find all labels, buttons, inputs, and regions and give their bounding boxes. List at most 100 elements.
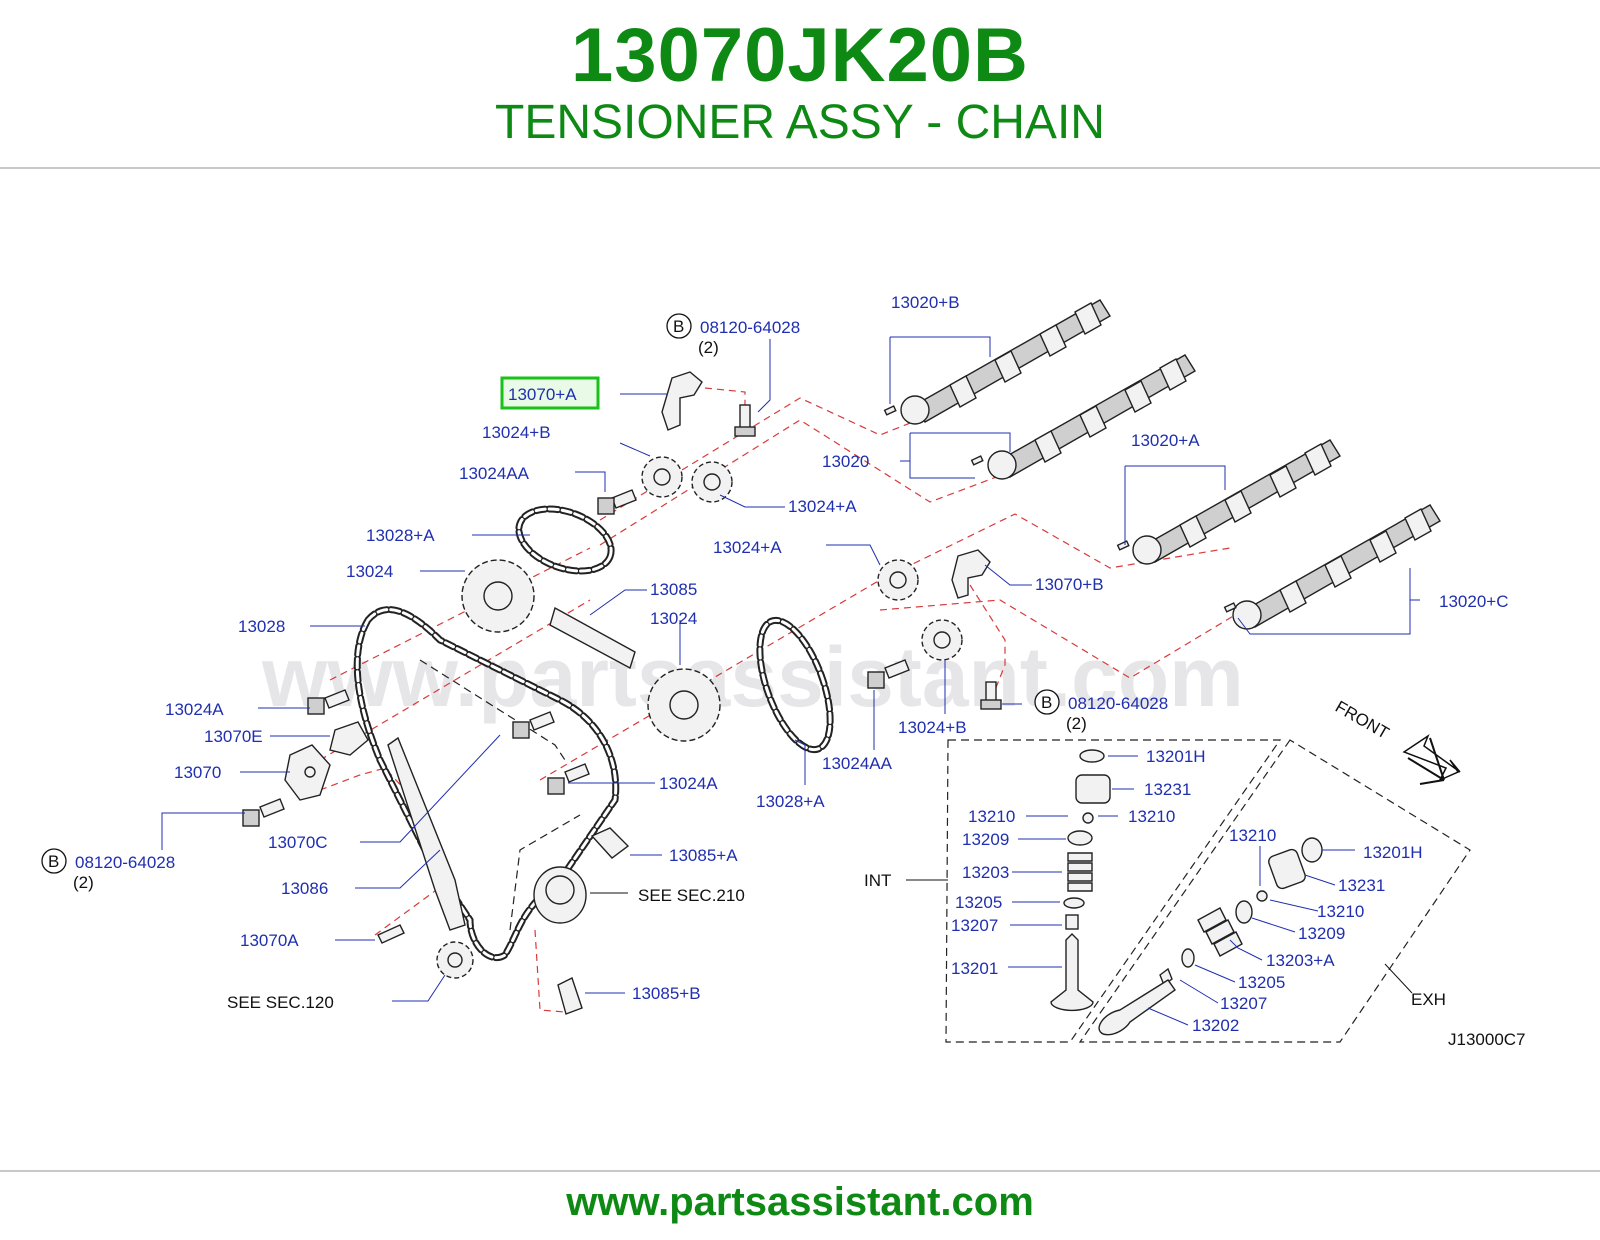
- slack-guide-13086: [387, 736, 466, 931]
- label-13085-b[interactable]: 13085+B: [632, 984, 701, 1003]
- label-see-sec-120[interactable]: SEE SEC.120: [227, 993, 334, 1012]
- bolt-qty-top: (2): [698, 338, 719, 357]
- part-labels: 13070+A 13020+B 13024+B 13024AA 13020 13…: [165, 293, 1526, 1049]
- circle-b-letter: B: [1041, 693, 1052, 712]
- label-13024-b-mid[interactable]: 13024+B: [898, 718, 967, 737]
- circle-b-letter: B: [673, 317, 684, 336]
- gasket-13070e: [329, 721, 369, 756]
- circle-b-icon: [41, 848, 67, 874]
- label-13085[interactable]: 13085: [650, 580, 697, 599]
- label-13024-mid[interactable]: 13024: [650, 609, 697, 628]
- circle-b-letter: B: [48, 852, 59, 871]
- sprocket-13024-top: [461, 559, 535, 633]
- highlight-box-13070-a: [500, 376, 600, 410]
- label-13210-int-right[interactable]: 13210: [1128, 807, 1175, 826]
- label-13024aa-mid[interactable]: 13024AA: [822, 754, 893, 773]
- label-13231-int[interactable]: 13231: [1144, 780, 1191, 799]
- label-13231-exh[interactable]: 13231: [1338, 876, 1385, 895]
- sprocket-13024-mid: [647, 668, 721, 742]
- bolt-callout-right[interactable]: B 08120-64028 (2): [1034, 689, 1168, 733]
- circle-b-icon: [666, 313, 692, 339]
- label-13028-a-top[interactable]: 13028+A: [366, 526, 435, 545]
- valve-train-int: [1050, 749, 1111, 1012]
- label-13070-a[interactable]: 13070+A: [508, 385, 577, 404]
- label-13024a-left[interactable]: 13024A: [165, 700, 224, 719]
- label-group-exh: EXH: [1411, 990, 1446, 1009]
- secondary-chain-lower: [756, 616, 834, 754]
- label-13086[interactable]: 13086: [281, 879, 328, 898]
- label-13203-a-exh[interactable]: 13203+A: [1266, 951, 1335, 970]
- label-13207-int[interactable]: 13207: [951, 916, 998, 935]
- label-13210-exh-top[interactable]: 13210: [1229, 826, 1276, 845]
- bolt-qty-left: (2): [73, 873, 94, 892]
- label-13210-int-left[interactable]: 13210: [968, 807, 1015, 826]
- label-13020-c[interactable]: 13020+C: [1439, 592, 1508, 611]
- sprocket-13024-a-mid: [877, 559, 919, 601]
- page-header: 13070JK20B TENSIONER ASSY - CHAIN: [0, 0, 1600, 168]
- label-13201h-exh[interactable]: 13201H: [1363, 843, 1423, 862]
- label-13205-exh[interactable]: 13205: [1238, 973, 1285, 992]
- label-13028[interactable]: 13028: [238, 617, 285, 636]
- label-13085-a[interactable]: 13085+A: [669, 846, 738, 865]
- diagram-code: J13000C7: [1448, 1030, 1526, 1049]
- sprocket-13024-b-mid: [921, 619, 963, 661]
- primary-timing-chain: [353, 606, 620, 961]
- footer-website-link[interactable]: www.partsassistant.com: [566, 1180, 1034, 1224]
- label-13209-exh[interactable]: 13209: [1298, 924, 1345, 943]
- sprocket-13024-a-top: [691, 461, 733, 503]
- label-13024a-mid[interactable]: 13024A: [659, 774, 718, 793]
- label-see-sec-210[interactable]: SEE SEC.210: [638, 886, 745, 905]
- camshaft-13020: [987, 354, 1196, 480]
- tensioner-13070-a: [661, 371, 703, 431]
- label-13203-int[interactable]: 13203: [962, 863, 1009, 882]
- chain-guide-centerline-lower: [509, 814, 581, 931]
- camshaft-13020-a: [1132, 439, 1341, 565]
- label-13210-exh[interactable]: 13210: [1317, 902, 1364, 921]
- bolt-number-top: 08120-64028: [700, 318, 800, 337]
- tensioner-13070-b: [951, 549, 991, 599]
- cam-pins: [883, 405, 1237, 613]
- footer-divider: [0, 1170, 1600, 1172]
- front-arrow-icon: FRONT: [1332, 697, 1461, 785]
- part-number-title: 13070JK20B: [571, 13, 1029, 98]
- label-13070a[interactable]: 13070A: [240, 931, 299, 950]
- label-13070c[interactable]: 13070C: [268, 833, 328, 852]
- header-divider: [0, 167, 1600, 169]
- guide-13085-a: [590, 827, 630, 859]
- label-13209-int[interactable]: 13209: [962, 830, 1009, 849]
- bolt-number-right: 08120-64028: [1068, 694, 1168, 713]
- bolt-number-left: 08120-64028: [75, 853, 175, 872]
- label-group-int: INT: [864, 871, 891, 890]
- label-13020-b[interactable]: 13020+B: [891, 293, 960, 312]
- watermark-text: www.partsassistant.com: [261, 630, 1244, 724]
- label-13070e[interactable]: 13070E: [204, 727, 263, 746]
- label-13207-exh[interactable]: 13207: [1220, 994, 1267, 1013]
- bolt-callout-top[interactable]: B 08120-64028 (2): [666, 313, 800, 357]
- label-13024aa-top[interactable]: 13024AA: [459, 464, 530, 483]
- label-13028-a-mid[interactable]: 13028+A: [756, 792, 825, 811]
- label-13020-a[interactable]: 13020+A: [1131, 431, 1200, 450]
- label-13024-top[interactable]: 13024: [346, 562, 393, 581]
- label-13205-int[interactable]: 13205: [955, 893, 1002, 912]
- valve-train-exh: [1098, 837, 1323, 1036]
- bolts: [242, 404, 1002, 944]
- sprocket-13024-b-top: [641, 456, 683, 498]
- label-13020[interactable]: 13020: [822, 452, 869, 471]
- secondary-chain-upper: [515, 505, 615, 575]
- label-13024-b-top[interactable]: 13024+B: [482, 423, 551, 442]
- front-label: FRONT: [1332, 697, 1392, 743]
- label-13024-a-mid[interactable]: 13024+A: [713, 538, 782, 557]
- label-13202-exh[interactable]: 13202: [1192, 1016, 1239, 1035]
- label-13201-int[interactable]: 13201: [951, 959, 998, 978]
- leader-lines: [161, 336, 1420, 1026]
- part-name-subtitle: TENSIONER ASSY - CHAIN: [495, 96, 1105, 149]
- camshaft-13020-b: [900, 299, 1111, 425]
- bolt-callout-left[interactable]: B 08120-64028 (2): [41, 848, 175, 892]
- camshaft-13020-c: [1232, 504, 1441, 630]
- label-13201h-int[interactable]: 13201H: [1146, 747, 1206, 766]
- label-13070-b[interactable]: 13070+B: [1035, 575, 1104, 594]
- label-13024-a-top[interactable]: 13024+A: [788, 497, 857, 516]
- label-13070[interactable]: 13070: [174, 763, 221, 782]
- circle-b-icon: [1034, 689, 1060, 715]
